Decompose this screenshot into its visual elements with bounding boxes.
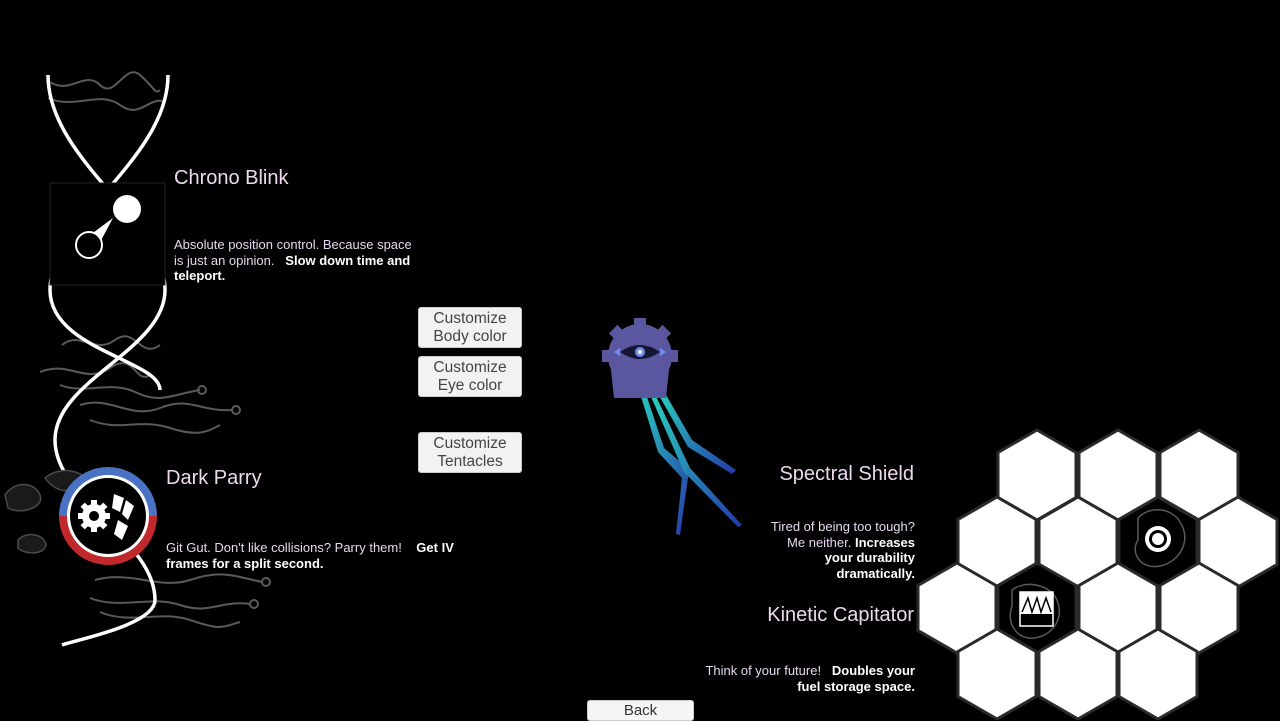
customize-body-line1: Customize xyxy=(433,310,507,327)
customize-eye-line2: Eye color xyxy=(437,377,503,394)
dark-parry-description: Git Gut. Don't like collisions? Parry th… xyxy=(166,540,466,571)
customize-tentacles-line1: Customize xyxy=(433,435,507,452)
customize-tentacles-line2: Tentacles xyxy=(437,453,503,470)
hex-slot-empty[interactable] xyxy=(1037,627,1119,720)
kinetic-capitator-description: Think of your future! Doubles your fuel … xyxy=(690,663,915,694)
kinetic-capitator-title: Kinetic Capitator xyxy=(767,604,914,626)
back-button[interactable]: Back xyxy=(587,700,694,721)
spectral-shield-desc-normal: Tired of being too tough? Me neither. xyxy=(770,519,915,550)
dark-parry-title: Dark Parry xyxy=(166,467,262,489)
creature-eye xyxy=(614,345,666,359)
hex-slot-empty[interactable] xyxy=(1158,561,1240,655)
dark-parry-desc-bold: Get IV frames for a split second. xyxy=(166,540,454,571)
kinetic-capitator-desc-bold: Doubles your fuel storage space. xyxy=(797,663,915,694)
background-squiggles xyxy=(39,71,271,628)
spectral-shield-title: Spectral Shield xyxy=(779,463,914,485)
customize-body-line2: Body color xyxy=(433,328,507,345)
chrono-blink-desc-bold: Slow down time and teleport. xyxy=(174,252,411,284)
spectral-shield-icon[interactable] xyxy=(1134,509,1186,568)
chrono-blink-desc-normal: Absolute position control. Because space… xyxy=(174,237,412,268)
chrono-blink-title: Chrono Blink xyxy=(174,167,289,189)
dark-parry-desc-normal: Git Gut. Don't like collisions? Parry th… xyxy=(166,540,402,555)
chrono-blink-description: Absolute position control. Because space… xyxy=(174,237,414,284)
customize-body-color-button[interactable]: Customize Body color xyxy=(418,307,522,348)
customize-eye-color-button[interactable]: Customize Eye color xyxy=(418,356,522,397)
hex-slot-empty[interactable] xyxy=(956,627,1038,720)
spectral-shield-description: Tired of being too tough? Me neither. In… xyxy=(760,519,915,581)
customize-eye-line1: Customize xyxy=(433,359,507,376)
kinetic-capitator-icon[interactable] xyxy=(1009,583,1061,639)
customize-tentacles-button[interactable]: Customize Tentacles xyxy=(418,432,522,473)
spectral-shield-desc-bold: Increases your durability dramatically. xyxy=(824,534,915,581)
hex-slot-empty[interactable] xyxy=(1117,627,1199,720)
kinetic-capitator-desc-normal: Think of your future! xyxy=(705,663,822,678)
